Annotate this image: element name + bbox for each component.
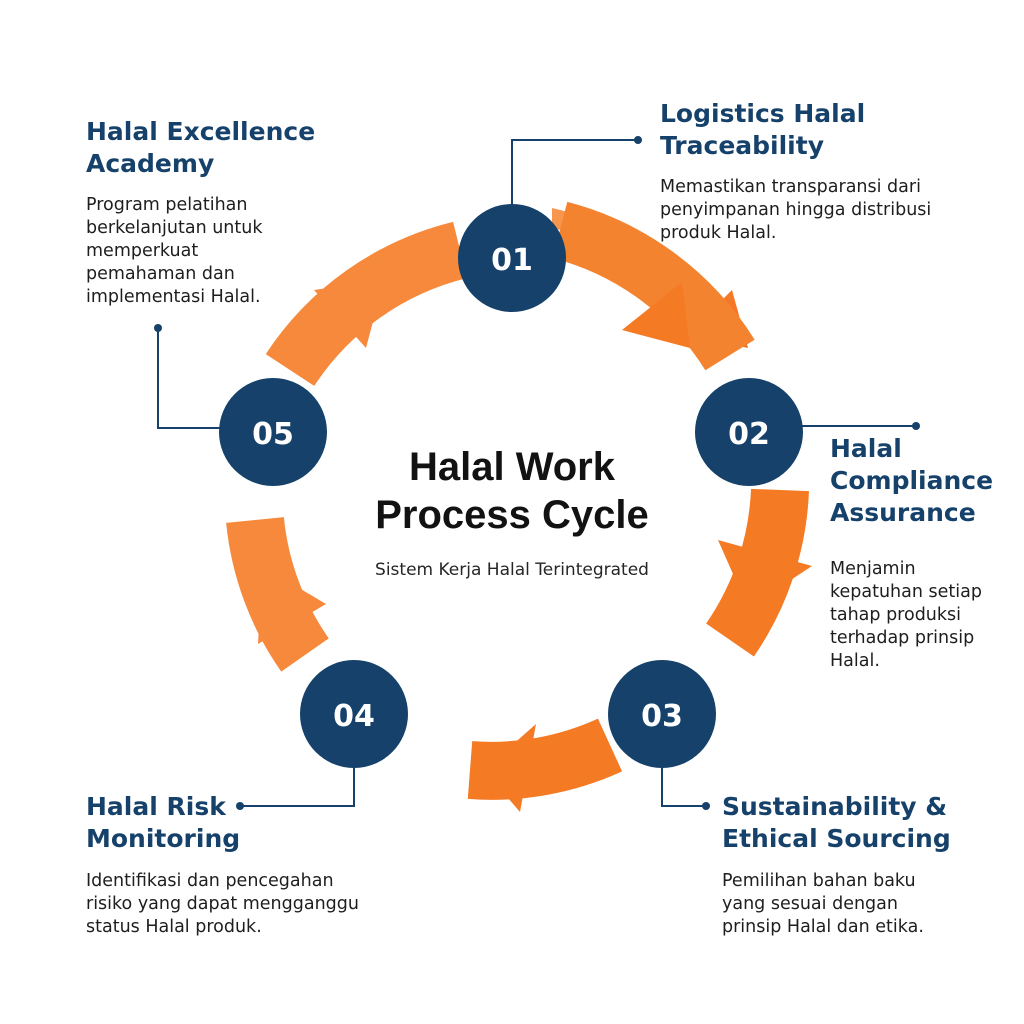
step-number-04: 04	[333, 699, 375, 734]
step-number-03: 03	[641, 699, 683, 734]
ring-segment-1-2	[552, 201, 755, 371]
step-badge-05: 05	[219, 378, 327, 486]
step-desc-04-line-1: Identifikasi dan pencegahan	[86, 871, 334, 891]
step-title-02-line-2: Compliance	[830, 466, 994, 495]
step-number-01: 01	[491, 243, 533, 278]
diagram-title-line-2: Process Cycle	[375, 493, 649, 537]
step-title-03-line-2: Ethical Sourcing	[722, 824, 951, 853]
step-desc-03-line-2: yang sesuai dengan	[722, 894, 898, 914]
connector-01	[511, 139, 638, 208]
step-desc-01-line-1: Memastikan transparansi dari	[660, 177, 921, 197]
step-title-02: Halal Compliance Assurance	[830, 433, 993, 529]
step-desc-05-line-4: pemahaman dan	[86, 264, 235, 284]
step-desc-02-line-5: Halal.	[830, 651, 880, 671]
arrowhead-to-03	[718, 540, 812, 608]
step-desc-01: Memastikan transparansi dari penyimpanan…	[660, 176, 931, 245]
step-desc-05: Program pelatihan berkelanjutan untuk me…	[86, 194, 263, 309]
step-desc-01-line-2: penyimpanan hingga distribusi	[660, 200, 932, 220]
connector-dots	[154, 136, 920, 810]
step-desc-04-line-3: status Halal produk.	[86, 917, 262, 937]
step-desc-05-line-1: Program pelatihan	[86, 195, 248, 215]
step-title-02-line-1: Halal	[830, 434, 902, 463]
step-number-05: 05	[252, 417, 294, 452]
step-desc-03-line-3: prinsip Halal dan etika.	[722, 917, 924, 937]
step-badge-02: 02	[695, 378, 803, 486]
connector-05	[157, 328, 222, 429]
step-badge-04: 04	[300, 660, 408, 768]
step-badge-01: 01	[458, 204, 566, 312]
step-title-01: Logistics Halal Traceability	[660, 98, 865, 162]
step-badge-03: 03	[608, 660, 716, 768]
step-desc-04: Identifikasi dan pencegahan risiko yang …	[86, 870, 359, 939]
step-desc-05-line-5: implementasi Halal.	[86, 287, 261, 307]
step-title-05: Halal Excellence Academy	[86, 116, 315, 180]
step-title-01-line-2: Traceability	[660, 131, 825, 160]
arrowhead-to-02	[622, 282, 690, 348]
diagram-title-line-1: Halal Work	[409, 445, 615, 489]
step-title-04-line-2: Monitoring	[86, 824, 241, 853]
step-desc-02-line-1: Menjamin	[830, 559, 916, 579]
diagram-subtitle: Sistem Kerja Halal Terintegrated	[375, 560, 649, 580]
step-desc-02-line-2: kepatuhan setiap	[830, 582, 982, 602]
step-desc-01-line-3: produk Halal.	[660, 223, 777, 243]
step-number-02: 02	[728, 417, 770, 452]
connector-04	[240, 768, 355, 807]
step-title-05-line-1: Halal Excellence	[86, 117, 316, 146]
arrowhead-to-05	[258, 566, 326, 644]
step-desc-05-line-2: berkelanjutan untuk	[86, 218, 263, 238]
step-title-05-line-2: Academy	[86, 149, 215, 178]
step-title-04-line-1: Halal Risk	[86, 792, 226, 821]
diagram-title: Halal Work Process Cycle	[312, 443, 712, 539]
step-desc-02-line-4: terhadap prinsip	[830, 628, 975, 648]
step-title-01-line-1: Logistics Halal	[660, 99, 866, 128]
step-title-03: Sustainability & Ethical Sourcing	[722, 791, 951, 855]
step-desc-02-line-3: tahap produksi	[830, 605, 962, 625]
step-title-03-line-1: Sustainability &	[722, 792, 948, 821]
cycle-arrowheads	[258, 280, 812, 812]
arrowhead-to-01	[314, 280, 384, 348]
step-desc-04-line-2: risiko yang dapat mengganggu	[86, 894, 359, 914]
step-desc-02: Menjamin kepatuhan setiap tahap produksi…	[830, 558, 982, 673]
arrowhead-to-04	[484, 724, 536, 812]
step-desc-03-line-1: Pemilihan bahan baku	[722, 871, 916, 891]
step-desc-05-line-3: memperkuat	[86, 241, 199, 261]
connector-03	[661, 768, 706, 807]
connector-lines	[157, 139, 916, 807]
step-title-02-line-3: Assurance	[830, 498, 976, 527]
step-title-04: Halal Risk Monitoring	[86, 791, 240, 855]
step-desc-03: Pemilihan bahan baku yang sesuai dengan …	[722, 870, 924, 939]
